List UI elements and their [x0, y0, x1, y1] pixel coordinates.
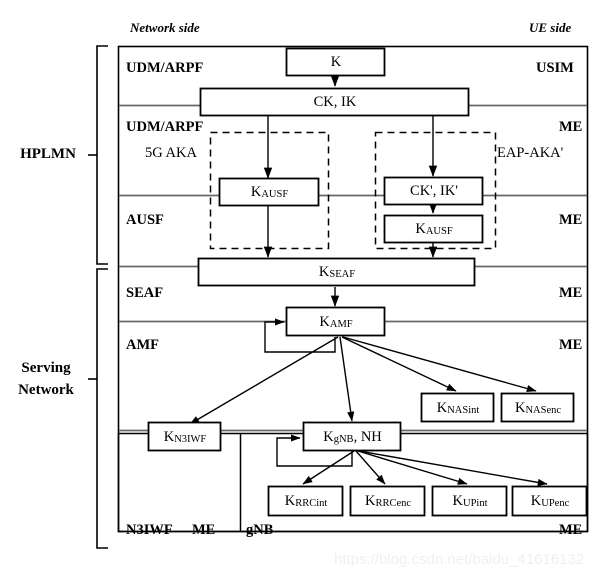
brace-label-serving-network-line1: Serving [21, 360, 71, 376]
key-sub-kupenc: UPenc [541, 498, 570, 509]
rect-ck-ik-prime [383, 176, 484, 206]
row-label-usim: USIM [536, 60, 574, 76]
row-label-udm-arpf-2: UDM/ARPF [126, 119, 204, 135]
rect-krrcint [267, 485, 344, 517]
key-base-kupint: K [452, 493, 463, 509]
key-base-kamf: K [319, 313, 330, 330]
rect-k [285, 47, 386, 77]
key-base-kupenc: K [530, 493, 542, 509]
key-base-ck-ik: CK, IK [313, 94, 357, 110]
key-sub-knasint: NASint [447, 404, 480, 416]
key-sub-kgnb: gNB [333, 433, 354, 445]
key-sub-kn3iwf: N3IWF [174, 433, 207, 445]
rect-kupenc [511, 485, 588, 517]
rect-kn3iwf [147, 421, 222, 452]
rect-knasint [420, 392, 495, 423]
row-label-me-2: ME [559, 212, 583, 228]
row-label-n3iwf: N3IWF [126, 522, 173, 538]
row-label-gnb: gNB [246, 522, 274, 538]
row-label-amf: AMF [126, 337, 160, 353]
row-label-me-3: ME [559, 285, 583, 301]
key-sub-knasenc: NASenc [525, 404, 562, 416]
key-label-ck-ik: CK, IK [201, 89, 469, 116]
key-base-kn3iwf: K [163, 428, 175, 445]
key-label-ck-ik-prime: CK', IK' [385, 178, 483, 205]
rect-kausf-left [218, 177, 320, 207]
row-label-me-5: ME [192, 522, 216, 538]
key-base-knasint: K [436, 399, 448, 416]
key-base-ck-ik-prime: CK', IK' [410, 183, 458, 199]
key-base-kgnb: K [323, 428, 334, 445]
header-ue-side: UE side [529, 20, 572, 35]
header-network-side: Network side [130, 20, 200, 35]
rect-krrcenc [349, 485, 426, 517]
key-base-kausf-left: K [250, 184, 262, 200]
key-sub-kamf: AMF [329, 318, 353, 330]
row-label-seaf: SEAF [126, 285, 164, 301]
key-sub-kausf-left: AUSF [261, 189, 289, 200]
arrow-kamf-to-kgnb [339, 336, 355, 422]
brace-label-hplmn: HPLMN [20, 146, 76, 162]
key-label-k: K [287, 49, 385, 76]
rect-kamf [285, 306, 386, 337]
brace-label-serving-network-line2: Network [18, 382, 74, 398]
rect-ck-ik [199, 87, 470, 117]
rect-kausf-right [383, 214, 484, 244]
rect-kupint [431, 485, 508, 517]
key-sub-kseaf: SEAF [329, 269, 356, 280]
key-sub-kausf-right: AUSF [425, 226, 453, 237]
arrow-kgnb-to-krrcint [302, 450, 355, 485]
rect-kseaf [197, 257, 476, 287]
key-base-kseaf: K [318, 264, 330, 280]
rect-kgnb-nh [302, 421, 402, 452]
arrow-kgnb-to-kupint [357, 450, 468, 485]
brace-hplmn [88, 45, 108, 265]
brace-serving-network [88, 268, 108, 549]
method-label-5g-aka: 5G AKA [145, 145, 197, 161]
key-base-kausf-right: K [415, 221, 426, 237]
arrow-kamf-to-kn3iwf [189, 336, 339, 425]
key-sub-kupint: UPint [462, 498, 488, 509]
method-label-eap-aka-prime: EAP-AKA' [497, 145, 564, 161]
arrow-kamf-to-knasint [341, 336, 457, 392]
arrow-kamf-to-knasenc [342, 336, 537, 393]
dashed-box-eap-aka-prime [374, 131, 497, 250]
row-label-ausf: AUSF [126, 212, 164, 228]
key-base-knasenc: K [514, 399, 526, 416]
key-box-rects [147, 47, 588, 517]
row-label-udm-arpf-1: UDM/ARPF [126, 60, 204, 76]
key-base-k: K [330, 54, 342, 70]
rect-knasenc [500, 392, 575, 423]
row-label-me-4: ME [559, 337, 583, 353]
row-label-me-6: ME [559, 522, 583, 538]
row-label-me-1: ME [559, 119, 583, 135]
key-tail-nh: , NH [353, 428, 382, 445]
key-sub-krrcint: RRCint [295, 498, 328, 509]
key-sub-krrcenc: RRCenc [375, 498, 412, 509]
key-base-krrcenc: K [364, 493, 376, 509]
arrow-kgnb-to-kupenc [358, 450, 548, 486]
key-base-krrcint: K [284, 493, 296, 509]
connector-arrows [189, 75, 548, 486]
watermark-text: https://blog.csdn.net/baidu_41616132 [334, 551, 585, 568]
arrow-kgnb-to-krrcenc [355, 450, 386, 485]
